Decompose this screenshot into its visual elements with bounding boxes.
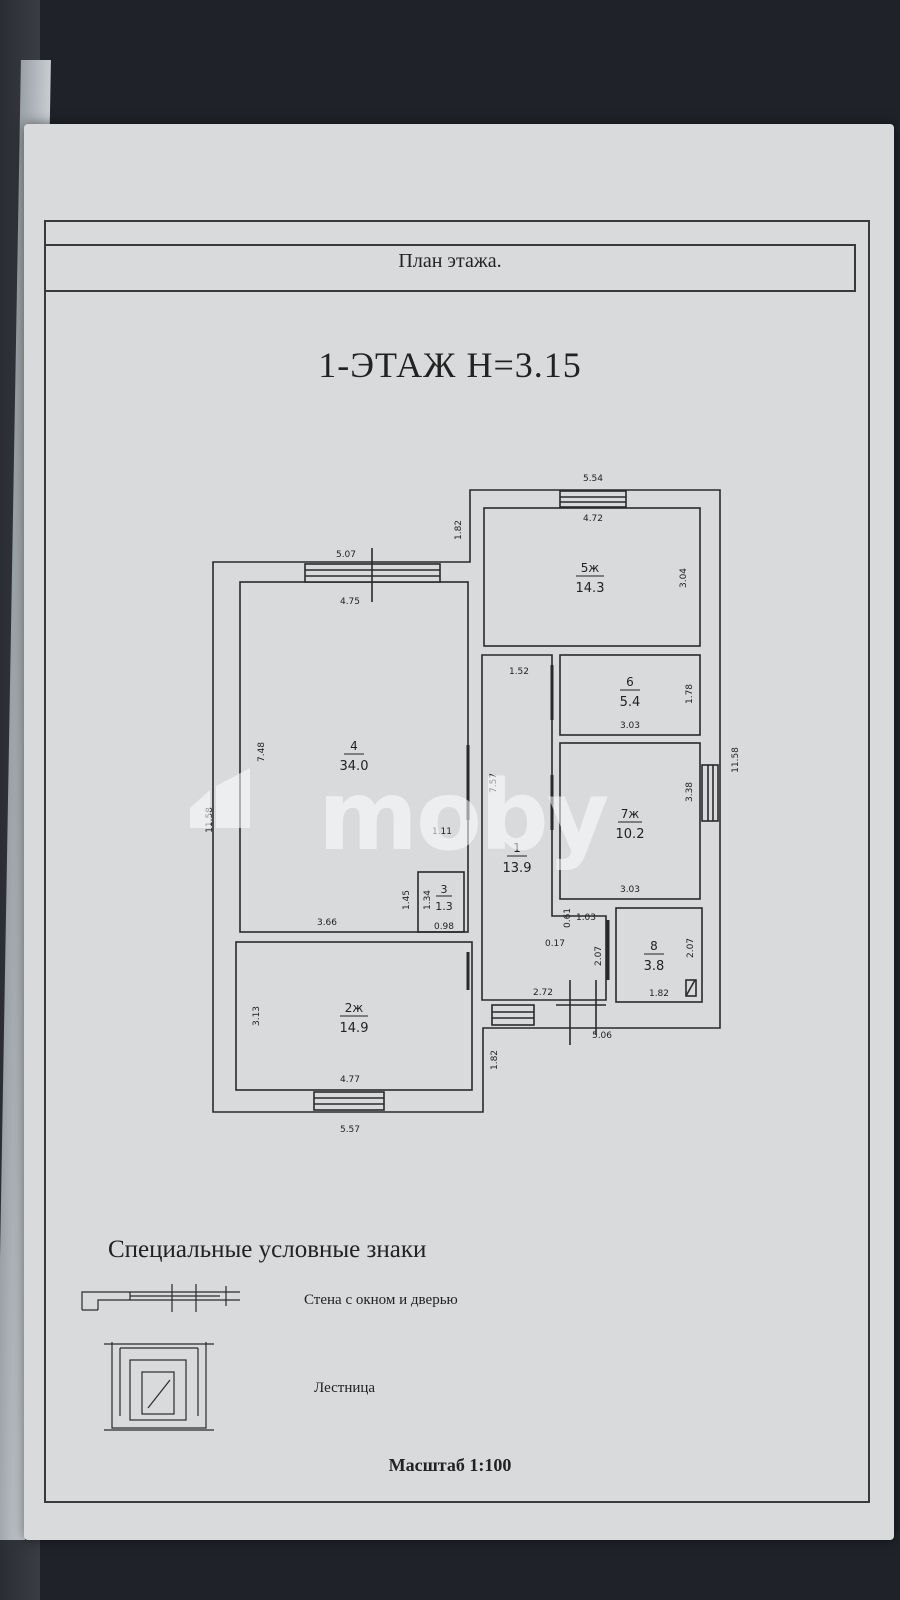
room-4-number: 4	[350, 739, 358, 753]
dim-label: 1.82	[649, 989, 669, 999]
watermark-logo-icon	[190, 768, 250, 828]
room-4-area: 34.0	[340, 759, 369, 774]
dim-label: 4.75	[340, 597, 360, 607]
dim-label: 1.45	[402, 890, 412, 910]
header-box	[44, 244, 856, 292]
room-6-outline	[559, 654, 701, 736]
window-entrance	[491, 1004, 535, 1026]
room-8-number: 8	[650, 939, 658, 953]
dim-label: 5.06	[592, 1031, 612, 1041]
dim-label: 1.82	[490, 1050, 500, 1070]
dim-label: 7.48	[257, 742, 267, 762]
dim-label: 1.52	[509, 667, 529, 677]
room-3-number: 3	[441, 883, 448, 896]
room-3-outline	[417, 871, 465, 933]
dim-label: 1.03	[576, 913, 596, 923]
document-header: План этажа.	[398, 250, 502, 272]
room-6-area: 5.4	[620, 695, 641, 710]
window-room2	[313, 1091, 385, 1111]
watermark: moby	[318, 760, 609, 872]
room-2-area: 14.9	[340, 1021, 369, 1036]
room-3-area: 1.3	[435, 900, 453, 913]
dim-label: 3.38	[685, 782, 695, 802]
dim-label: 4.72	[583, 514, 603, 524]
room-8-area: 3.8	[644, 959, 665, 974]
window-room7	[701, 764, 719, 822]
room-1-area: 13.9	[503, 861, 532, 876]
dim-label: 4.77	[340, 1075, 360, 1085]
room-2-number: 2ж	[345, 1001, 364, 1015]
dim-label: 3.66	[317, 918, 337, 928]
dim-label: 3.13	[252, 1006, 262, 1026]
outer-wall	[212, 489, 721, 1113]
dim-label: 3.04	[679, 568, 689, 588]
dim-label: 1.78	[685, 684, 695, 704]
dim-label: 5.07	[336, 550, 356, 560]
room-2-outline	[235, 941, 473, 1091]
dim-label: 11.58	[731, 747, 741, 773]
legend-symbols	[81, 1284, 240, 1431]
dim-label: 7.57	[489, 773, 499, 793]
dim-label: 5.54	[583, 474, 603, 484]
room-5-outline	[483, 507, 701, 647]
dim-label: 2.07	[686, 938, 696, 958]
dim-label: 1.82	[454, 520, 464, 540]
dim-label: 1.34	[423, 890, 433, 910]
dim-label: 2.72	[533, 988, 553, 998]
legend-stair-symbol	[104, 1342, 214, 1431]
room-8-outline	[615, 907, 703, 1003]
scale-label: Масштаб 1:100	[388, 1455, 512, 1475]
room-7-number: 7ж	[621, 807, 640, 821]
room-1-outline	[481, 654, 607, 1001]
legend-item-wall: Стена с окном и дверью	[304, 1292, 458, 1308]
dim-label: 3.03	[620, 721, 640, 731]
dim-label: 2.07	[594, 946, 604, 966]
dim-label: 0.61	[563, 908, 573, 928]
dim-label: 5.57	[340, 1125, 360, 1135]
room-7-area: 10.2	[616, 827, 645, 842]
dim-label: 3.03	[620, 885, 640, 895]
room-5-area: 14.3	[576, 581, 605, 596]
dim-label: 1.11	[432, 827, 452, 837]
legend-title: Специальные условные знаки	[108, 1236, 427, 1263]
floor-title: 1-ЭТАЖ Н=3.15	[318, 345, 582, 385]
legend-wall-symbol	[81, 1291, 240, 1311]
room-7-outline	[559, 742, 701, 900]
room-5-number: 5ж	[581, 561, 600, 575]
room-4-outline	[239, 581, 469, 933]
room-1-number: 1	[513, 841, 521, 855]
dim-label: 0.17	[545, 939, 565, 949]
legend-item-stairs: Лестница	[314, 1380, 376, 1396]
room-6-number: 6	[626, 675, 634, 689]
paper-sheet	[24, 124, 894, 1540]
window-room5	[559, 490, 627, 508]
dim-label: 0.98	[434, 922, 454, 932]
document-frame	[44, 220, 870, 1503]
